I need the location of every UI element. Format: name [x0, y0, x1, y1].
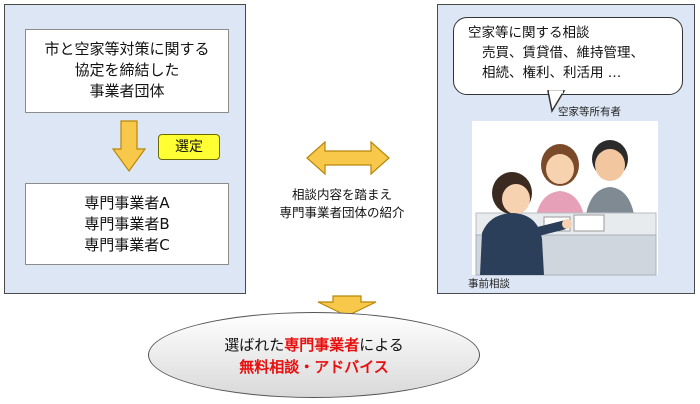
- down-arrow-left: [111, 120, 147, 173]
- bubble-line-2: 相続、権利、利活用 …: [482, 65, 622, 81]
- result-line-1-pre: 選ばれた: [224, 336, 285, 354]
- organization-box: 市と空家等対策に関する 協定を締結した 事業者団体: [25, 29, 229, 113]
- org-line-1: 市と空家等対策に関する: [44, 40, 210, 58]
- result-line-2: 無料相談・アドバイス: [239, 358, 389, 376]
- referral-caption-line-1: 相談内容を踏まえ: [291, 187, 392, 202]
- result-emphasis-company: 専門事業者: [284, 336, 360, 354]
- consultation-scene-icon: [475, 140, 657, 276]
- referral-caption: 相談内容を踏まえ 専門事業者団体の紹介: [249, 186, 435, 222]
- consultation-illustration: [472, 121, 658, 276]
- result-line-1: 選ばれた専門事業者による: [149, 334, 479, 356]
- down-arrow-bottom: [317, 295, 377, 317]
- consultation-speech-bubble: 空家等に関する相談 売買、賃貸借、維持管理、 相続、権利、利活用 …: [453, 17, 683, 95]
- bubble-title: 空家等に関する相談: [468, 25, 590, 41]
- org-line-3: 事業者団体: [89, 82, 165, 100]
- consultation-label: 事前相談: [468, 278, 510, 290]
- select-badge: 選定: [158, 134, 220, 160]
- company-b: 専門事業者B: [84, 215, 170, 233]
- owner-label: 空家等所有者: [558, 106, 621, 118]
- company-a: 専門事業者A: [84, 194, 170, 212]
- bubble-line-1: 売買、賃貸借、維持管理、: [482, 45, 644, 61]
- company-c: 専門事業者C: [84, 236, 170, 254]
- result-ellipse: 選ばれた専門事業者による 無料相談・アドバイス: [148, 312, 480, 398]
- org-line-2: 協定を締結した: [74, 61, 180, 79]
- referral-caption-line-2: 専門事業者団体の紹介: [279, 205, 405, 220]
- bubble-tail: [547, 90, 566, 114]
- result-line-1-post: による: [359, 336, 404, 354]
- company-list-box: 専門事業者A 専門事業者B 専門事業者C: [25, 183, 229, 265]
- right-panel: 空家等に関する相談 売買、賃貸借、維持管理、 相続、権利、利活用 … 空家等所有…: [437, 4, 695, 294]
- left-panel: 市と空家等対策に関する 協定を締結した 事業者団体 選定 専門事業者A 専門事業…: [4, 4, 246, 294]
- double-arrow: [306, 140, 390, 176]
